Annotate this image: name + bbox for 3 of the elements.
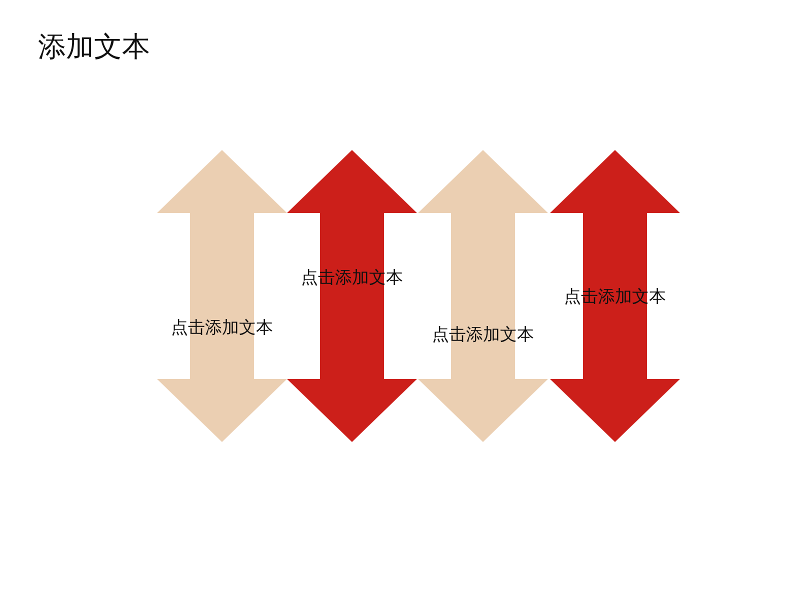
title: 添加文本 (38, 29, 150, 65)
arrow-label: 点击添加文本 (171, 318, 273, 338)
arrow-label: 点击添加文本 (432, 325, 534, 345)
